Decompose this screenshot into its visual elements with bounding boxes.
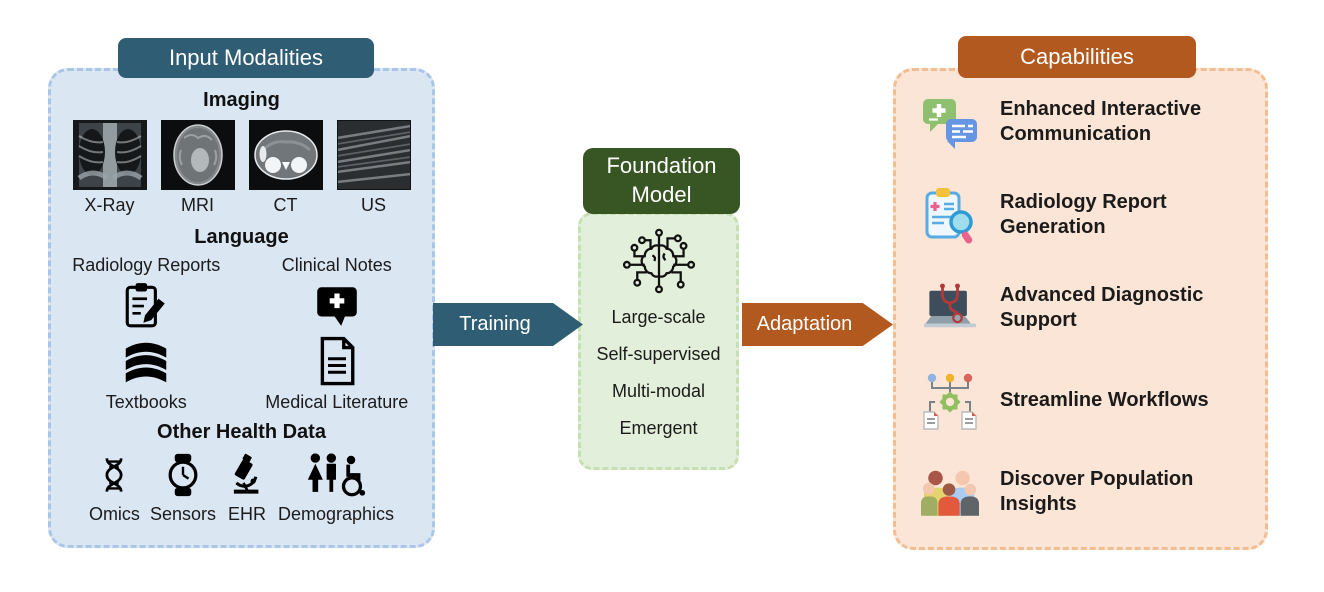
chat-bubbles-icon [920, 95, 980, 149]
imaging-item-ct: CT [248, 120, 324, 216]
feature-large-scale: Large-scale [611, 307, 706, 327]
capabilities-title: Capabilities [1020, 43, 1134, 69]
demographics-label: Demographics [277, 504, 395, 524]
demographics-item: Demographics [278, 452, 394, 525]
foundation-features-list: Large-scale Self-supervised Multi-modal … [581, 307, 736, 439]
brain-circuit-icon [581, 227, 736, 295]
input-modalities-panel: Imaging X-Ray [48, 68, 435, 548]
laptop-stethoscope-icon [920, 282, 980, 335]
capability-population-insights: Discover Population Insights [920, 467, 1243, 517]
capability-report-generation: Radiology Report Generation [920, 186, 1243, 244]
medical-literature-label: Medical Literature [265, 392, 409, 412]
other-health-data-row: Omics Sensors [51, 452, 432, 525]
capability-report-generation-label: Radiology Report Generation [1000, 191, 1167, 239]
xray-label: X-Ray [84, 195, 135, 215]
ct-label: CT [273, 195, 298, 215]
mri-image [160, 120, 235, 190]
other-health-data-title: Other Health Data [157, 421, 326, 443]
ehr-label: EHR [227, 504, 266, 524]
foundation-model-panel: Large-scale Self-supervised Multi-modal … [578, 212, 739, 470]
language-grid: Radiology Reports Clinical Notes [51, 255, 432, 413]
capabilities-header: Capabilities [958, 36, 1196, 78]
people-group-icon [920, 469, 980, 516]
feature-self-supervised: Self-supervised [596, 344, 721, 364]
capabilities-panel: Enhanced Interactive Communication Radio… [893, 68, 1268, 550]
report-magnifier-icon [920, 186, 980, 244]
adaptation-arrow-label: Adaptation [756, 313, 853, 335]
sensors-label: Sensors [149, 504, 216, 524]
imaging-item-xray: X-Ray [72, 120, 148, 216]
watch-icon [168, 453, 198, 497]
language-section-title: Language [194, 226, 289, 248]
feature-emergent: Emergent [619, 418, 698, 438]
imaging-section-title: Imaging [203, 89, 280, 111]
chat-plus-icon [312, 280, 362, 330]
ct-image [248, 120, 323, 190]
training-arrow-label: Training [459, 313, 531, 335]
capability-streamline-workflows-label: Streamline Workflows [1000, 389, 1209, 412]
capability-streamline-workflows: Streamline Workflows [920, 372, 1243, 430]
xray-image [72, 120, 147, 190]
feature-multi-modal: Multi-modal [611, 381, 706, 401]
textbooks-label: Textbooks [105, 392, 187, 412]
books-stack-icon [119, 334, 173, 388]
clipboard-pencil-icon [121, 280, 171, 330]
capability-communication-label: Enhanced Interactive Communication [1000, 98, 1202, 145]
workflow-gear-icon [920, 372, 980, 430]
sensors-item: Sensors [150, 452, 216, 525]
dna-icon [105, 458, 123, 492]
foundation-model-title: Foundation Model [606, 153, 717, 207]
people-accessibility-icon [307, 453, 366, 497]
capability-diagnostic-support-label: Advanced Diagnostic Support [1000, 284, 1204, 331]
omics-item: Omics [89, 452, 140, 525]
omics-label: Omics [88, 504, 140, 524]
radiology-reports-label: Radiology Reports [72, 255, 221, 275]
capability-population-insights-label: Discover Population Insights [1000, 468, 1194, 515]
us-image [336, 120, 411, 190]
microscope-icon [233, 453, 259, 494]
us-label: US [360, 195, 386, 215]
capability-communication: Enhanced Interactive Communication [920, 95, 1243, 149]
adaptation-arrow: Adaptation [742, 303, 893, 346]
document-icon [310, 334, 364, 388]
capability-diagnostic-support: Advanced Diagnostic Support [920, 282, 1243, 335]
mri-label: MRI [181, 195, 214, 215]
imaging-row: X-Ray MRI [51, 120, 432, 216]
clinical-notes-label: Clinical Notes [281, 255, 392, 275]
ehr-item: EHR [226, 452, 268, 525]
input-modalities-header: Input Modalities [118, 38, 374, 78]
training-arrow: Training [433, 303, 583, 346]
imaging-item-us: US [336, 120, 412, 216]
foundation-model-header: Foundation Model [583, 148, 740, 214]
imaging-item-mri: MRI [160, 120, 236, 216]
input-modalities-title: Input Modalities [168, 44, 324, 70]
